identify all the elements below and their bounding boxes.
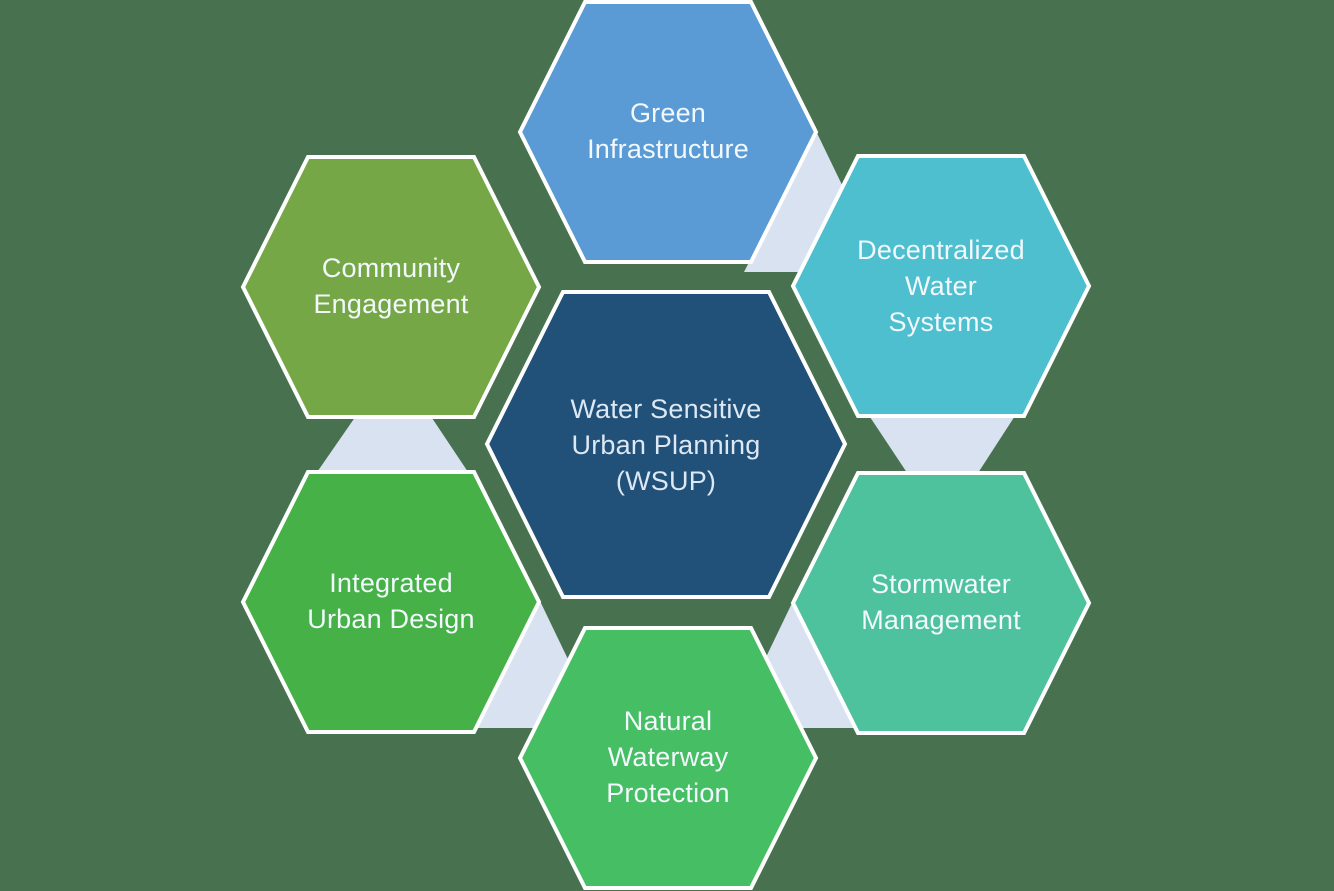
hexagon-natural-waterway-protection <box>517 626 819 890</box>
hexagon-wsup-center <box>484 290 848 599</box>
connector-decentralized-stormwater <box>862 405 1022 527</box>
hexagon-green-infrastructure <box>517 0 819 264</box>
hexagon-stormwater-management <box>790 471 1092 735</box>
hexagon-community-engagement <box>240 155 542 419</box>
hexagon-decentralized-water-systems <box>790 154 1092 418</box>
connector-integrated-community <box>313 361 472 478</box>
hexagon-integrated-urban-design <box>240 470 542 734</box>
